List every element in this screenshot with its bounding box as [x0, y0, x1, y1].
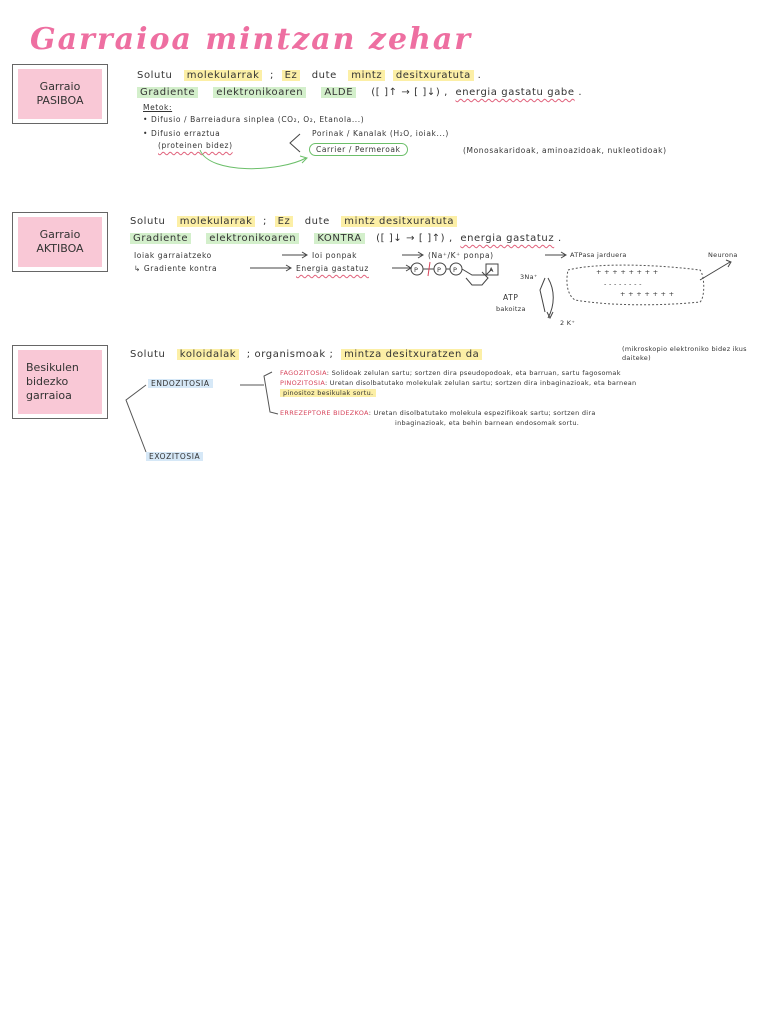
- pasibo-line2: Gradiente elektronikoaren ALDE ([ ]↑ → […: [137, 87, 582, 98]
- gradiente-kontra: ↳ Gradiente kontra: [134, 264, 218, 273]
- mikroskopio-note: (mikroskopio elektroniko bidez ikus dait…: [622, 345, 747, 362]
- atp-label: ATP: [503, 293, 519, 302]
- pinozitosia-line: PINOZITOSIA: Uretan disolbatutako moleku…: [280, 379, 637, 387]
- energia-gastatuz: Energia gastatuz: [296, 264, 369, 273]
- atpasa-jarduera: ATPasa jarduera: [570, 251, 627, 259]
- phosphate-3: P: [453, 266, 458, 274]
- na-label: 3Na⁺: [520, 273, 538, 281]
- box-label-pasiboa: Garraio PASIBOA: [18, 69, 102, 119]
- exozitosia-label: EXOZITOSIA: [146, 452, 204, 461]
- ioi-ponpak: Ioi ponpak: [312, 251, 358, 260]
- metodo-difusio-erraztua: • Difusio erraztua: [143, 129, 221, 138]
- metodo-proteinen-bidez: (proteinen bidez): [158, 141, 233, 150]
- section-box-besikulen: Besikulen bidezko garraioa: [12, 345, 108, 419]
- porinak-text: Porinak / Kanalak (H₂O, ioiak...): [312, 129, 449, 138]
- phosphate-2: P: [437, 266, 442, 274]
- neuron-minus: - - - - - - - -: [604, 280, 642, 288]
- metodo-difusio-sinplea: • Difusio / Barreiadura sinplea (CO₂, O₂…: [143, 115, 365, 124]
- section-box-pasiboa: Garraio PASIBOA: [12, 64, 108, 124]
- k-label: 2 K⁺: [560, 319, 576, 327]
- phosphate-1: P: [414, 266, 419, 274]
- bakoitza-label: bakoitza: [496, 305, 526, 313]
- pasibo-line1: Solutu molekularrak ; Ez dute mintz desi…: [137, 70, 482, 81]
- pinozitosia-line2: pinositoz besikulak sortu.: [280, 389, 377, 397]
- ioiak-garraiatzeko: Ioiak garraiatzeko: [134, 251, 212, 260]
- page-title: Garraioa mintzan zehar: [30, 22, 473, 57]
- metodoak-label: Metok:: [143, 103, 173, 112]
- box-label-besikulen: Besikulen bidezko garraioa: [18, 350, 102, 414]
- carrier-text: Carrier / Permeroak: [309, 143, 408, 156]
- na-k-ponpa: (Na⁺/K⁺ ponpa): [428, 251, 494, 260]
- carrier-examples: (Monosakaridoak, aminoazidoak, nukleotid…: [463, 146, 667, 155]
- aktibo-line2: Gradiente elektronikoaren KONTRA ([ ]↓ →…: [130, 233, 562, 244]
- aktibo-line1: Solutu molekularrak ; Ez dute mintz desi…: [130, 216, 458, 227]
- errezeptore-line2: inbaginazioak, eta behin barnean endosom…: [395, 419, 580, 427]
- neuron-plus-bottom: + + + + + + +: [620, 290, 675, 298]
- neuron-plus-top: + + + + + + + +: [596, 268, 659, 276]
- endozitosia-label: ENDOZITOSIA: [148, 379, 213, 388]
- errezeptore-line: ERREZEPTORE BIDEZKOA: Uretan disolbatuta…: [280, 409, 596, 417]
- besikula-line1: Solutu koloidalak ; organismoak ; mintza…: [130, 349, 483, 360]
- section-box-aktiboa: Garraio AKTIBOA: [12, 212, 108, 272]
- box-label-aktiboa: Garraio AKTIBOA: [18, 217, 102, 267]
- fagozitosia-line: FAGOZITOSIA: Solidoak zelulan sartu; sor…: [280, 369, 621, 377]
- neurona-label: Neurona: [708, 251, 738, 259]
